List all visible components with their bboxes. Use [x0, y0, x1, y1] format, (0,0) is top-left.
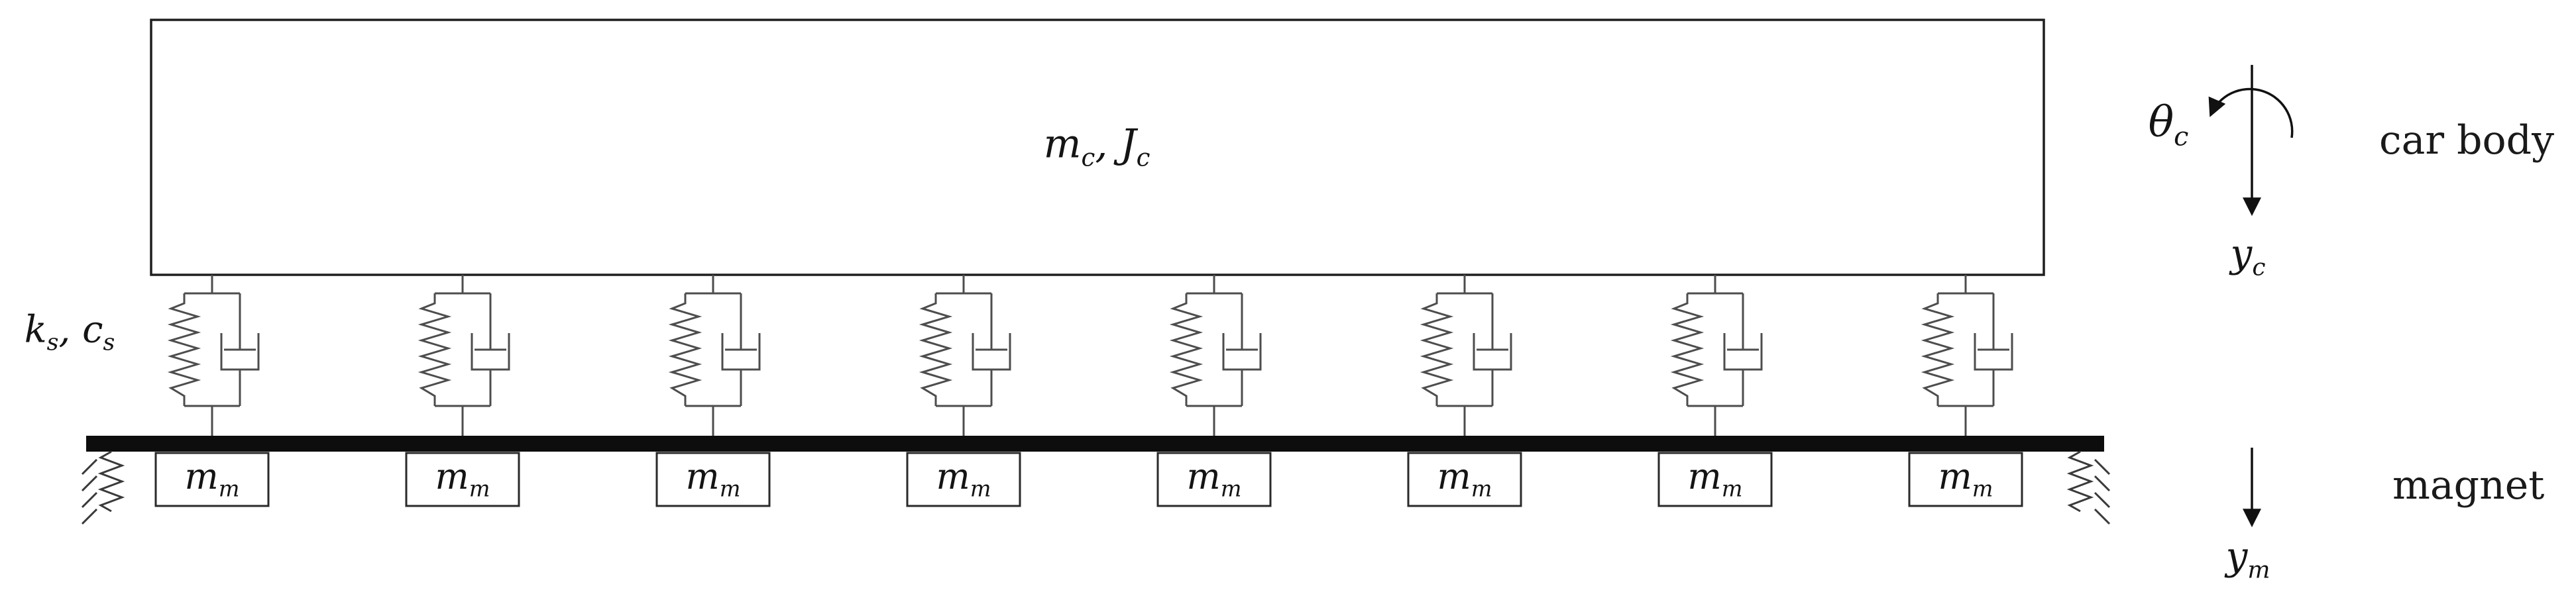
label-part: θ [2148, 97, 2174, 147]
label-part: m [970, 475, 991, 502]
label-part: c [1136, 142, 1150, 172]
spring-damper-unit [1172, 273, 1262, 437]
car-body-mass-label: mc, Jc [1044, 124, 1150, 170]
end-supports [81, 450, 2111, 525]
magnet-mass-label: mm [685, 455, 741, 502]
car-body-caption: car body [2379, 117, 2554, 164]
magnet-mass-label: mm [435, 455, 490, 502]
label-part: m [719, 475, 741, 502]
label-part: m [1186, 455, 1221, 497]
label-part: m [1721, 475, 1743, 502]
label-part: m [1687, 455, 1722, 497]
spring-damper-unit [1422, 273, 1512, 437]
label-part: J [1120, 121, 1137, 168]
label-part: , [1095, 121, 1121, 168]
label-part: k [24, 308, 47, 352]
right-hatch-marks [2094, 458, 2111, 525]
suspension-row [170, 273, 2013, 437]
left-end-spring [97, 450, 125, 513]
label-part: m [685, 455, 720, 497]
spring-damper-unit [671, 273, 761, 437]
magnet-mass-label: mm [1437, 455, 1492, 502]
magnet-mass-label: mm [184, 455, 240, 502]
rail-beam [86, 436, 2104, 452]
theta-c-label: θc [2149, 101, 2189, 150]
spring-damper-unit [1923, 273, 2013, 437]
label-part: s [103, 329, 115, 356]
suspension-stiffness-damping-label: ks, cs [24, 308, 115, 356]
label-part: m [1972, 475, 1993, 502]
label-part: m [184, 455, 219, 497]
label-part: m [936, 455, 970, 497]
left-hatch-marks [81, 458, 98, 525]
theta-rotation-arrow [2208, 87, 2294, 138]
label-part: y [2230, 230, 2253, 276]
label-part: c [2252, 254, 2266, 281]
label-part: m [2247, 556, 2270, 584]
magnet-caption: magnet [2392, 462, 2545, 509]
label-part: m [435, 455, 469, 497]
label-part: m [1471, 475, 1492, 502]
car-body-outline [150, 19, 2045, 276]
label-part: m [1938, 455, 1972, 497]
label-part: m [1220, 475, 1242, 502]
annotation-arrows [2208, 65, 2294, 528]
magnet-mass-label: mm [1687, 455, 1743, 502]
y-c-label: yc [2231, 234, 2266, 280]
label-part: c [82, 308, 103, 352]
spring-damper-unit [420, 273, 510, 437]
label-part: m [469, 475, 490, 502]
spring-damper-unit [170, 273, 260, 437]
spring-damper-unit [1673, 273, 1763, 437]
magnet-mass-label: mm [1938, 455, 1993, 502]
label-part: m [218, 475, 240, 502]
label-part: m [1043, 121, 1082, 168]
magnet-mass-label: mm [936, 455, 991, 502]
label-part: c [1081, 142, 1095, 172]
y-m-label: ym [2226, 537, 2270, 583]
right-end-spring [2066, 450, 2094, 513]
label-part: s [46, 329, 59, 356]
label-part: c [2174, 121, 2189, 152]
spring-damper-unit [921, 273, 1011, 437]
label-part: , [58, 308, 83, 352]
label-part: m [1437, 455, 1471, 497]
magnet-mass-label: mm [1186, 455, 1242, 502]
label-part: y [2225, 533, 2248, 579]
